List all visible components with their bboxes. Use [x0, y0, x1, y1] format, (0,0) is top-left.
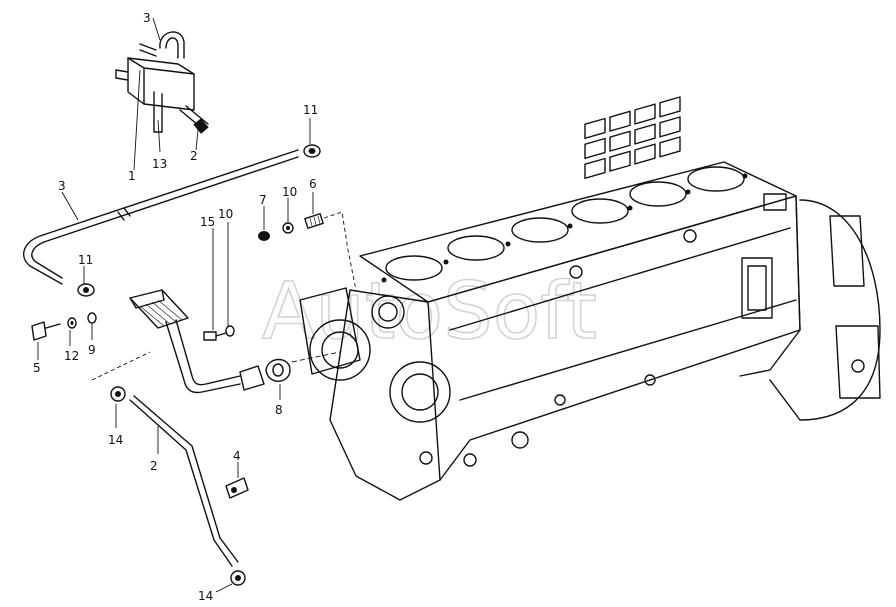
- engine-block: [299, 96, 881, 501]
- callout-tube-lower: 2: [150, 459, 158, 473]
- lower-tube: [110, 386, 246, 586]
- callout-tube-upper: 3: [58, 179, 66, 193]
- callout-bolt-vert: 15: [200, 215, 215, 229]
- callout-washer-9: 9: [88, 343, 96, 357]
- watermark: AutoSoft: [262, 267, 597, 357]
- callout-nut-lower: 14: [108, 433, 123, 447]
- callout-valve-body: 1: [128, 169, 136, 183]
- bolt-15-assembly: [203, 222, 235, 341]
- callout-nut-bottom: 14: [198, 589, 213, 603]
- deck-bolts: [381, 173, 748, 283]
- callout-gasket: 8: [275, 403, 283, 417]
- callout-fitting-mid: 6: [309, 177, 317, 191]
- callout-clip: 4: [233, 449, 241, 463]
- callout-bolt-left: 5: [33, 361, 41, 375]
- fitting-row: [258, 211, 357, 291]
- side-ribs: [584, 96, 681, 179]
- callout-nut-top: 11: [303, 103, 318, 117]
- callout-seal-mid: 10: [282, 185, 297, 199]
- callout-valve-top: 3: [143, 11, 151, 25]
- callout-washer-left: 7: [259, 193, 267, 207]
- valve-assembly: [115, 31, 209, 134]
- gasket: [265, 358, 291, 382]
- callout-valve-outlet: 2: [190, 149, 198, 163]
- callout-washer-12: 12: [64, 349, 79, 363]
- callout-washer-vert: 10: [218, 207, 233, 221]
- callout-nut-mid: 11: [78, 253, 93, 267]
- cylinder-bores: [385, 166, 745, 281]
- upper-tube: [22, 144, 321, 285]
- left-hardware: [31, 283, 97, 341]
- clip: [225, 477, 249, 499]
- breather-filter: [129, 289, 265, 394]
- callout-valve-pipe: 13: [152, 157, 167, 171]
